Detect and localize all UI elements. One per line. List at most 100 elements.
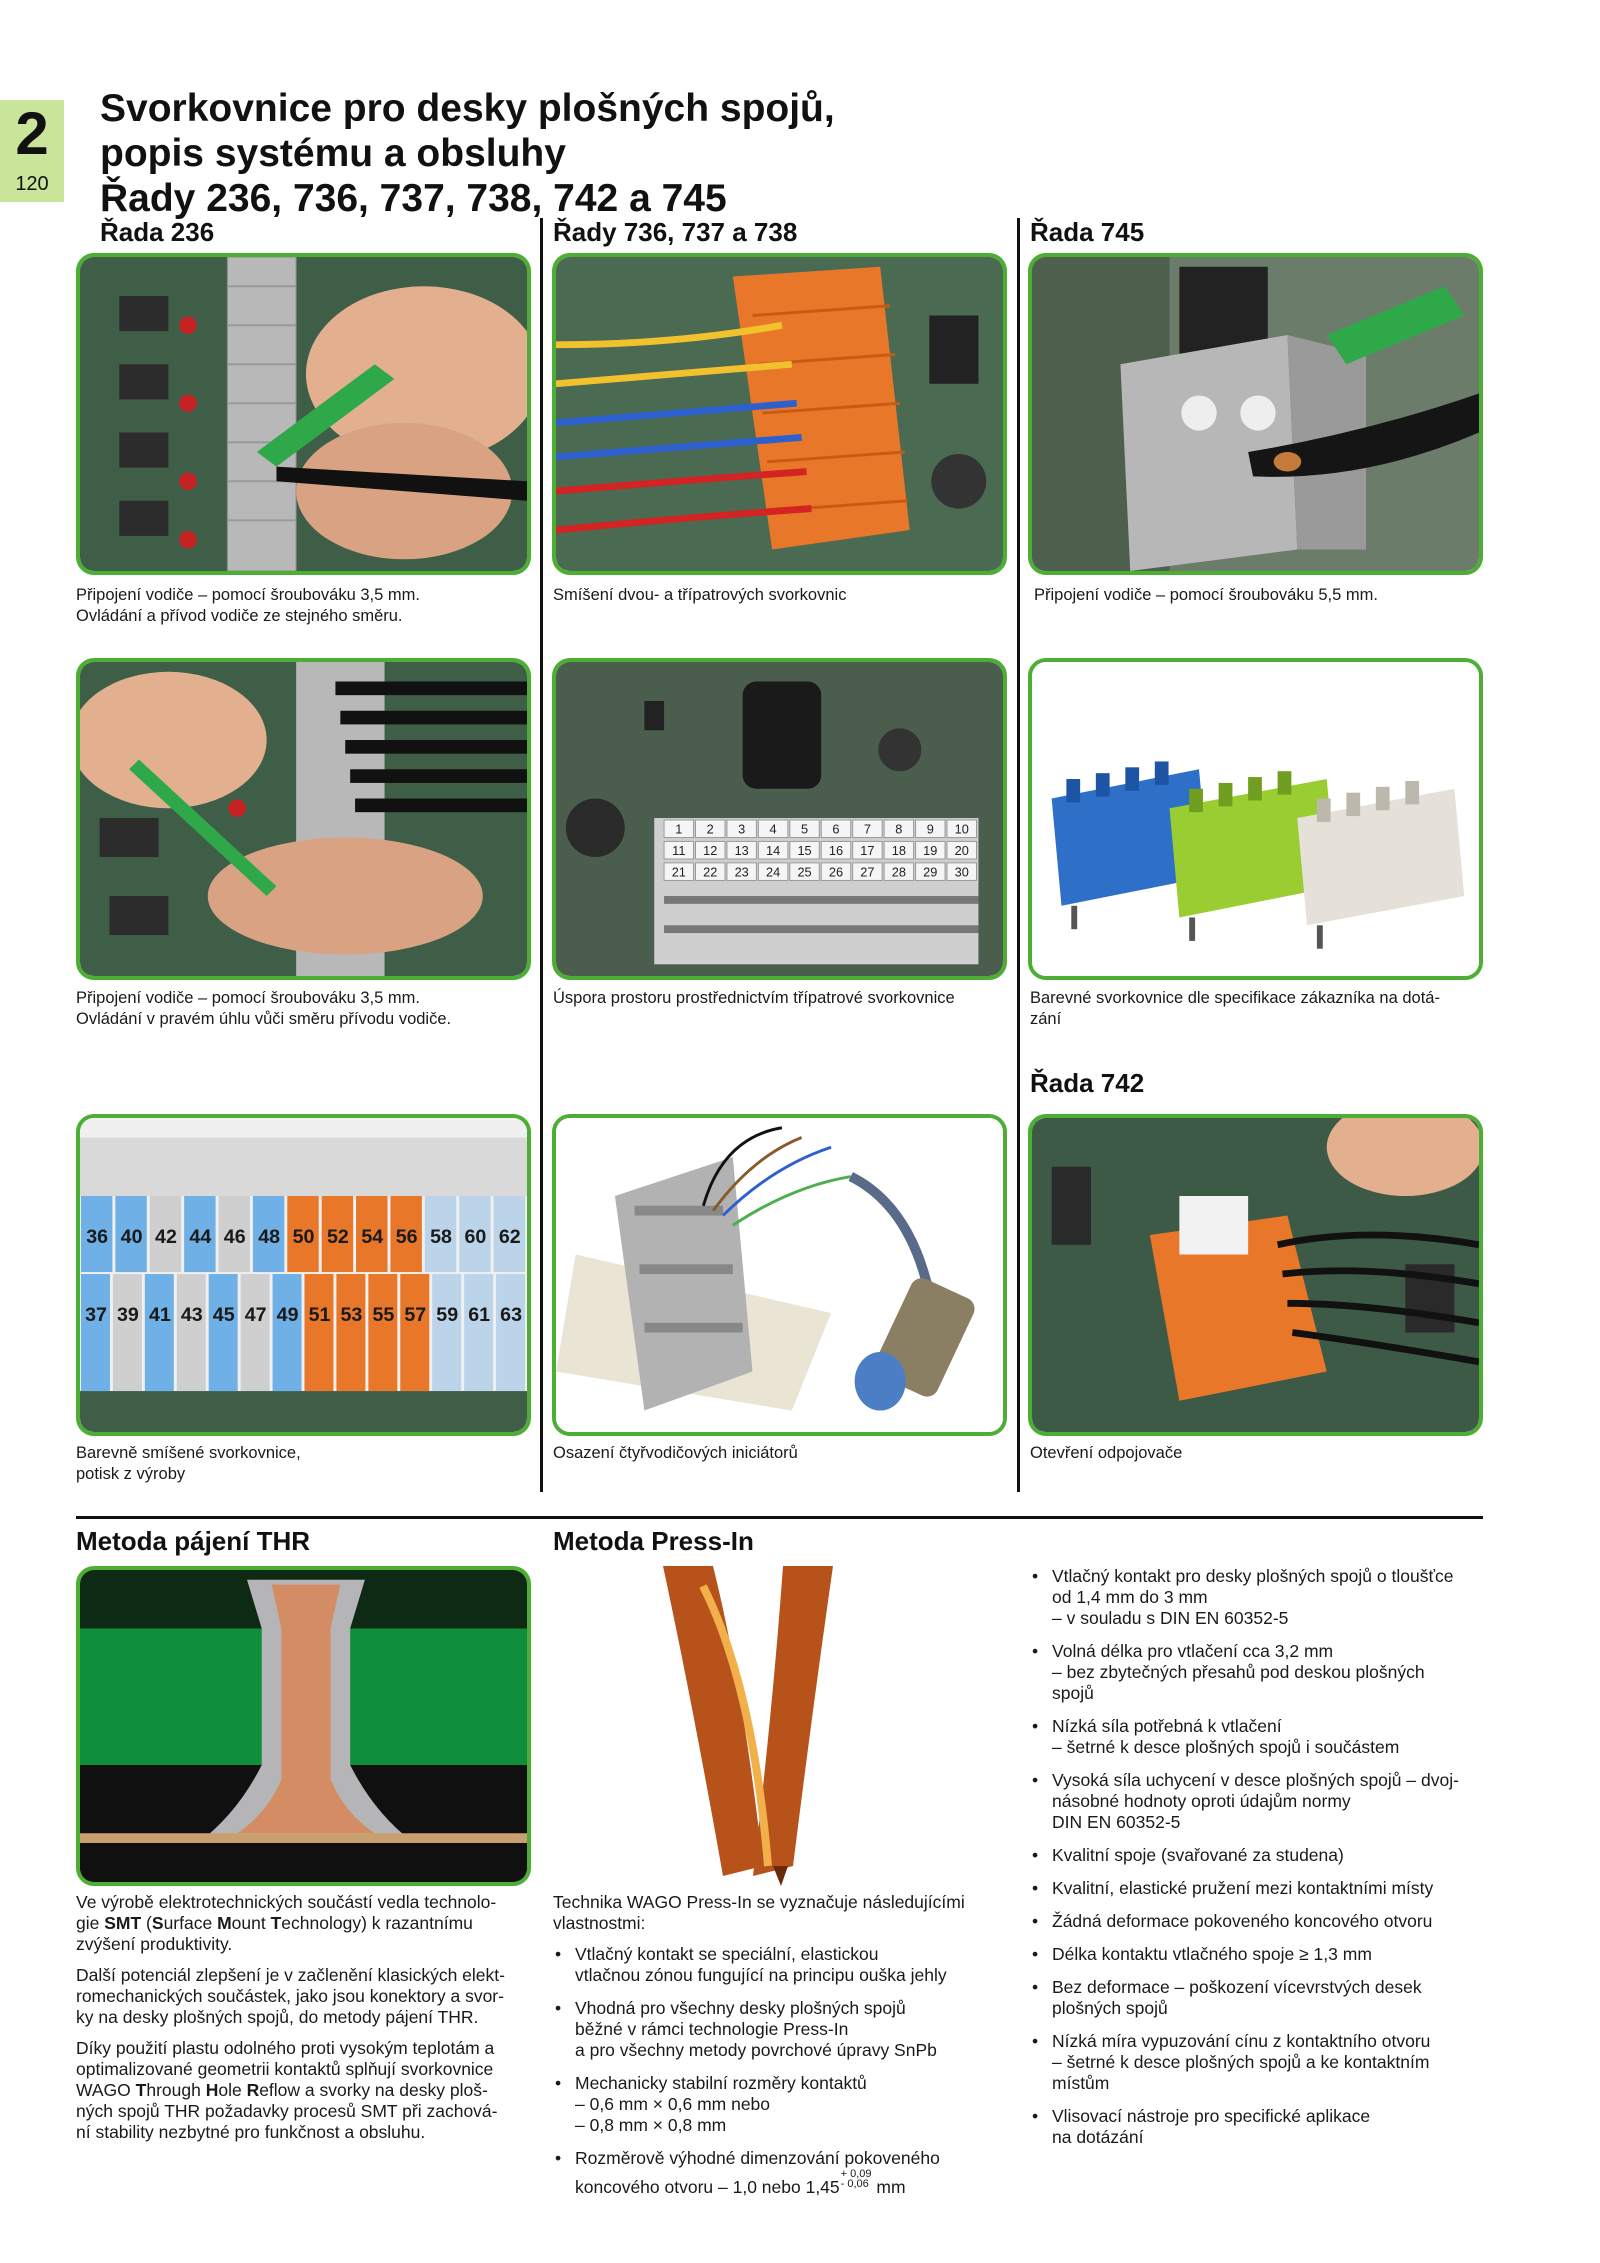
terminal-label: 40	[121, 1226, 143, 1248]
photo-opening-disconnector	[1028, 1114, 1483, 1436]
thr-smt-t: T	[270, 1913, 282, 1933]
terminal-block	[368, 1274, 398, 1392]
photo-screwdriver-right-angle	[76, 658, 531, 980]
list-item: Žádná deformace pokoveného koncového otv…	[1030, 1911, 1490, 1932]
title-line-1: Svorkovnice pro desky plošných spojů,	[100, 87, 835, 130]
photo-image	[1032, 1118, 1479, 1432]
terminal-label: 62	[499, 1226, 521, 1248]
marker-cell	[726, 862, 757, 881]
thr-smt-m: M	[217, 1913, 232, 1933]
list-item: Rozměrově výhodné dimenzování pokoveného…	[553, 2148, 1013, 2198]
marker-label: 2	[707, 822, 714, 837]
terminal-label: 50	[293, 1226, 315, 1248]
thr-thr-r: R	[246, 2080, 260, 2100]
terminal-block	[321, 1196, 354, 1273]
marker-label: 7	[864, 822, 871, 837]
list-item: Vhodná pro všechny desky plošných spojů …	[553, 1998, 1013, 2061]
marker-cell	[695, 819, 726, 839]
marker-label: 17	[860, 843, 874, 858]
list-item: Vtlačný kontakt se speciální, elastickou…	[553, 1944, 1013, 1986]
terminal-label: 45	[213, 1304, 235, 1326]
marker-cell	[663, 840, 695, 860]
heading-series-745: Řada 745	[1030, 217, 1145, 247]
terminal-block	[144, 1274, 174, 1392]
photo-press-in-pin	[553, 1566, 1008, 1886]
marker-cell	[946, 819, 977, 839]
terminal-block	[496, 1274, 526, 1392]
terminal-label: 56	[396, 1226, 418, 1248]
marker-cell	[852, 819, 883, 839]
column-divider-2	[1017, 218, 1020, 1492]
marker-cell	[695, 862, 726, 881]
terminal-label: 58	[430, 1226, 452, 1248]
list-item: Kvalitní, elastické pružení mezi kontakt…	[1030, 1878, 1490, 1899]
thr-para3-text-b: hrough	[146, 2080, 206, 2100]
marker-cell	[757, 862, 789, 881]
marker-cell	[915, 862, 946, 881]
terminal-block	[218, 1196, 250, 1273]
marker-label: 12	[703, 843, 717, 858]
marker-label: 10	[955, 822, 969, 837]
marker-label: 14	[766, 843, 780, 858]
terminal-label: 46	[224, 1226, 246, 1248]
marker-cell	[946, 840, 977, 860]
photo-image	[1032, 662, 1479, 976]
thr-paragraph-1: Ve výrobě elektrotechnických součástí ve…	[76, 1892, 536, 1955]
terminal-label: 48	[258, 1226, 280, 1248]
terminal-label: 59	[436, 1304, 458, 1326]
press-in-bullet-list: Vtlačný kontakt se speciální, elastickou…	[553, 1944, 1013, 2198]
caption-photo-1: Připojení vodiče – pomocí šroubováku 3,5…	[76, 586, 420, 625]
thr-thr-h: H	[205, 2080, 219, 2100]
terminal-block	[272, 1274, 302, 1392]
marker-label: 24	[766, 865, 780, 880]
marker-label: 30	[955, 865, 969, 880]
terminal-block	[493, 1196, 526, 1273]
photo-image	[80, 257, 527, 571]
terminal-block	[287, 1196, 319, 1273]
thr-para3-text-c: ole	[218, 2080, 247, 2100]
marker-label: 16	[829, 843, 843, 858]
photo-screwdriver-same-direction	[76, 253, 531, 575]
terminal-block	[208, 1274, 238, 1392]
list-item: Délka kontaktu vtlačného spoje ≥ 1,3 mm	[1030, 1944, 1490, 1965]
terminal-label: 43	[181, 1304, 203, 1326]
chapter-number: 2	[15, 100, 49, 167]
thr-para3-text-d: eflow a svorky na desky ploš- ných spojů…	[76, 2080, 498, 2142]
heading-series-742: Řada 742	[1030, 1068, 1145, 1098]
marker-cell	[757, 819, 789, 839]
page-title: Svorkovnice pro desky plošných spojů, po…	[100, 86, 835, 221]
marker-label: 6	[832, 822, 839, 837]
marker-label: 28	[892, 865, 906, 880]
terminal-block	[390, 1196, 422, 1273]
list-item: Bez deformace – poškození vícevrstvých d…	[1030, 1977, 1490, 2019]
terminal-label: 53	[341, 1304, 363, 1326]
list-item: Nízká síla potřebná k vtlačení – šetrné …	[1030, 1716, 1490, 1758]
marker-cell	[789, 862, 820, 881]
terminal-label: 49	[277, 1304, 299, 1326]
thr-body: Ve výrobě elektrotechnických součástí ve…	[76, 1892, 536, 2153]
terminal-block	[252, 1196, 285, 1273]
press-in-features-list: Vtlačný kontakt pro desky plošných spojů…	[1030, 1566, 1490, 2148]
marker-label: 5	[801, 822, 808, 837]
list-item: Volná délka pro vtlačení cca 3,2 mm – be…	[1030, 1641, 1490, 1704]
terminal-label: 57	[404, 1304, 426, 1326]
caption-photo-8: Osazení čtyřvodičových iniciátorů	[553, 1444, 798, 1462]
press-in-body: Technika WAGO Press-In se vyznačuje násl…	[553, 1892, 1013, 2210]
marker-cell	[852, 862, 883, 881]
marker-label: 25	[797, 865, 811, 880]
terminal-block	[356, 1196, 388, 1273]
marker-cell	[789, 819, 820, 839]
thr-para1-text-e: echnology) k razantnímu zvýšení produkti…	[76, 1913, 473, 1954]
list-item: Vlisovací nástroje pro specifické aplika…	[1030, 2106, 1490, 2148]
terminal-label: 44	[189, 1226, 211, 1248]
thr-paragraph-2: Další potenciál zlepšení je v začlenění …	[76, 1965, 505, 2027]
thr-smt-abbrev: SMT	[104, 1913, 142, 1933]
terminal-block	[176, 1274, 206, 1392]
terminal-block	[115, 1196, 147, 1273]
heading-series-236: Řada 236	[100, 217, 215, 247]
marker-cell	[883, 819, 915, 839]
marker-label: 19	[923, 843, 937, 858]
marker-cell	[883, 862, 915, 881]
